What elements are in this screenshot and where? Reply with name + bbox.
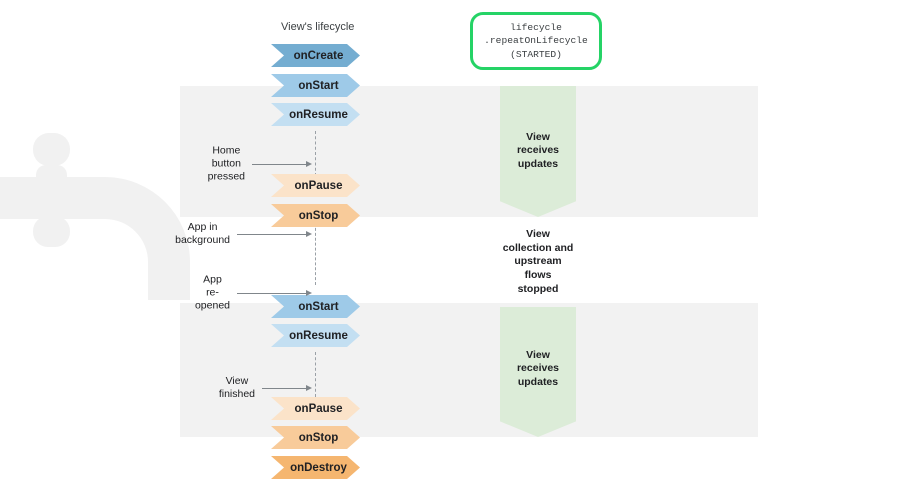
transition-arrow-head-icon	[306, 161, 312, 167]
dashed-connector-2	[315, 223, 316, 285]
lifecycle-chevron-onresume: onResume	[271, 324, 360, 347]
view-receives-updates-upper: View receives updates	[500, 86, 576, 217]
transition-arrow-head-icon	[306, 231, 312, 237]
transition-event-label: App re-opened	[194, 273, 231, 312]
flows-stopped-note: View collection and upstream flows stopp…	[502, 228, 574, 295]
lifecycle-chevron-onresume: onResume	[271, 103, 360, 126]
lifecycle-chevron-onpause: onPause	[271, 397, 360, 420]
transition-event-home-button-pressed: Home button pressed	[208, 144, 312, 183]
repeat-on-lifecycle-box: lifecycle .repeatOnLifecycle (STARTED)	[470, 12, 602, 70]
dashed-connector-1	[315, 131, 316, 176]
transition-arrow-line	[252, 164, 307, 165]
lifecycle-chevron-onstart: onStart	[271, 74, 360, 97]
transition-arrow-line	[237, 234, 307, 235]
repeat-on-lifecycle-code: lifecycle .repeatOnLifecycle (STARTED)	[484, 22, 588, 60]
transition-arrow-line	[262, 388, 307, 389]
lifecycle-chevron-onpause: onPause	[271, 174, 360, 197]
lifecycle-chevron-oncreate: onCreate	[271, 44, 360, 67]
lifecycle-chevron-onstart: onStart	[271, 295, 360, 318]
lifecycle-column-heading: View's lifecycle	[281, 21, 355, 33]
transition-arrow-line	[237, 293, 307, 294]
faucet-icon	[0, 133, 190, 300]
transition-event-app-re-opened: App re-opened	[195, 273, 312, 312]
lifecycle-chevron-onstop: onStop	[271, 204, 360, 227]
transition-event-app-in-background: App in background	[175, 219, 312, 249]
lifecycle-chevron-onstop: onStop	[271, 426, 360, 449]
dashed-connector-3	[315, 352, 316, 397]
view-receives-updates-lower: View receives updates	[500, 307, 576, 437]
transition-arrow-head-icon	[306, 385, 312, 391]
transition-event-view-finished: View finished	[219, 373, 312, 403]
transition-event-label: Home button pressed	[207, 144, 245, 183]
transition-event-label: App in background	[175, 220, 230, 246]
active-band-lower	[180, 303, 758, 437]
green-column-label-lower: View receives updates	[516, 349, 560, 388]
lifecycle-chevron-ondestroy: onDestroy	[271, 456, 360, 479]
green-column-label-upper: View receives updates	[516, 131, 560, 170]
transition-arrow-head-icon	[306, 290, 312, 296]
transition-event-label: View finished	[218, 374, 256, 400]
